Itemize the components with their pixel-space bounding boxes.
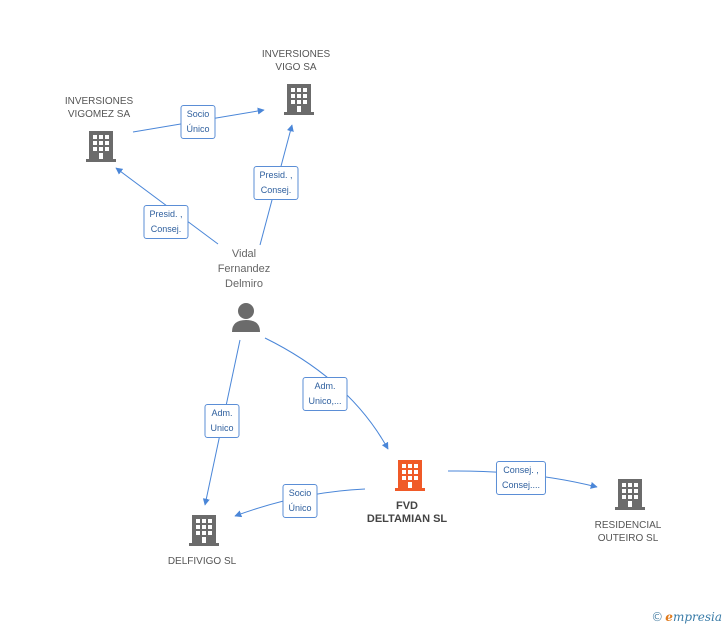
- building-icon-residencial-outeiro[interactable]: [615, 479, 645, 510]
- node-label-fvd-deltamian[interactable]: FVD DELTAMIAN SL: [366, 500, 448, 525]
- person-icon[interactable]: [232, 303, 260, 332]
- edge-label-vidal-vigo[interactable]: Presid. , Consej.: [253, 166, 299, 200]
- copyright-icon: ©: [651, 610, 664, 624]
- edge-label-fvd-residencial[interactable]: Consej. , Consej....: [495, 461, 547, 495]
- building-icon-fvd-deltamian[interactable]: [395, 460, 425, 491]
- building-icon-inversiones-vigo[interactable]: [284, 84, 314, 115]
- edge-label-fvd-delfivigo[interactable]: Socio Único: [282, 484, 318, 518]
- edge-label-vidal-fvd[interactable]: Adm. Unico,...: [302, 377, 348, 411]
- edge-label-vidal-delfivigo[interactable]: Adm. Unico: [204, 404, 240, 438]
- building-icon-inversiones-vigomez[interactable]: [86, 131, 116, 162]
- node-label-inversiones-vigo[interactable]: INVERSIONES VIGO SA: [261, 49, 331, 73]
- node-label-delfivigo[interactable]: DELFIVIGO SL: [167, 556, 237, 567]
- node-label-inversiones-vigomez[interactable]: INVERSIONES VIGOMEZ SA: [64, 96, 134, 120]
- node-label-residencial-outeiro[interactable]: RESIDENCIAL OUTEIRO SL: [594, 520, 662, 544]
- node-label-vidal-fernandez-delmiro[interactable]: Vidal Fernandez Delmiro: [217, 248, 271, 290]
- empresia-logo: ©empresia: [651, 610, 722, 624]
- edge-label-vidal-vigomez[interactable]: Presid. , Consej.: [143, 205, 189, 239]
- building-icon-delfivigo[interactable]: [189, 515, 219, 546]
- edge-label-vigomez-vigo[interactable]: Socio Único: [180, 105, 216, 139]
